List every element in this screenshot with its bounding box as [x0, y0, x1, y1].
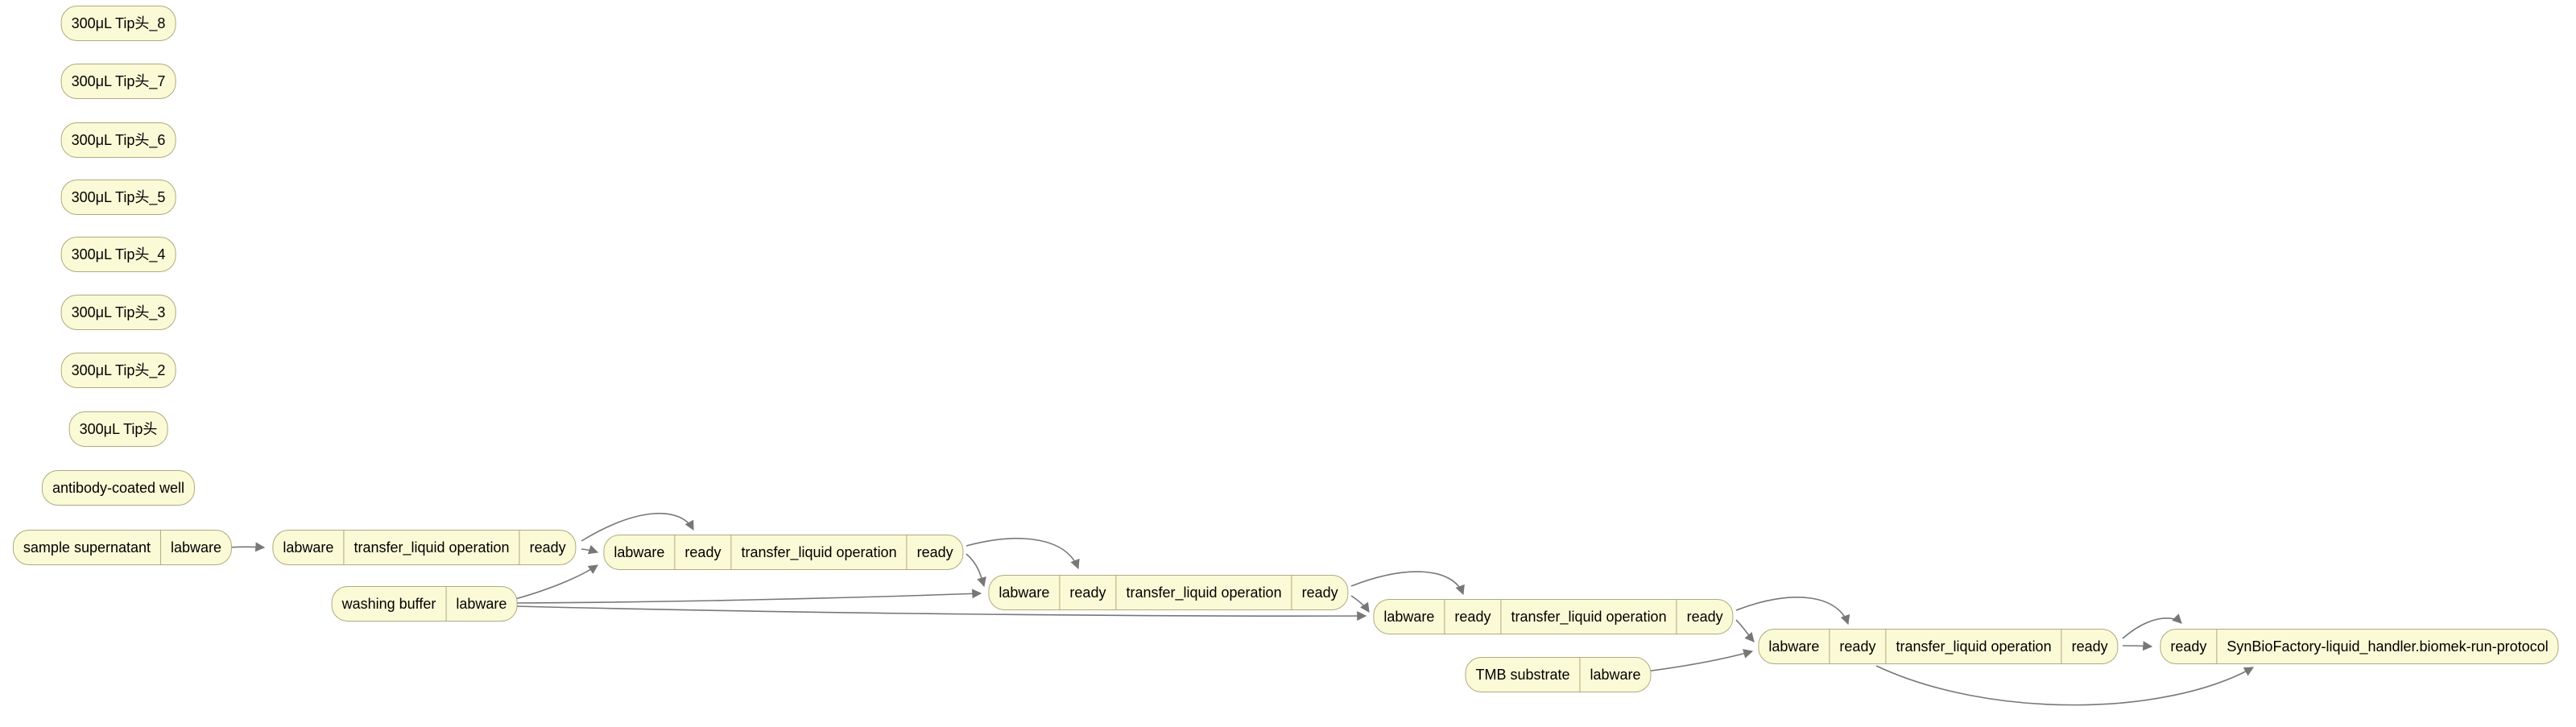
cell-labware-port: labware	[445, 587, 516, 621]
node-tip-1: 300μL Tip头	[68, 411, 168, 447]
cell-ready-in-port: ready	[1059, 576, 1115, 609]
node-label: 300μL Tip头_4	[71, 246, 166, 262]
node-tip-4: 300μL Tip头_4	[60, 237, 176, 272]
edge-op3-to-op4	[1350, 595, 1370, 613]
node-transfer-op-1: labware transfer_liquid operation ready	[272, 530, 577, 565]
cell-labware-port: labware	[160, 531, 231, 564]
node-run-protocol: ready SynBioFactory-liquid_handler.biome…	[2160, 629, 2559, 664]
edge-washing-to-op3	[515, 589, 982, 604]
node-label: 300μL Tip头_8	[71, 15, 166, 31]
cell-ready-port: ready	[519, 531, 576, 564]
cell-reagent-name: washing buffer	[341, 596, 436, 612]
cell-ready-port: ready	[1676, 600, 1733, 634]
node-label: 300μL Tip头_7	[71, 73, 166, 89]
node-sample-supernatant: sample supernatant labware	[12, 530, 233, 565]
cell-protocol-name: SynBioFactory-liquid_handler.biomek-run-…	[2216, 630, 2557, 663]
cell-ready-port: ready	[1291, 576, 1348, 609]
edge-op1-to-op2-ready	[581, 512, 694, 542]
node-tip-2: 300μL Tip头_2	[60, 353, 176, 388]
node-label: 300μL Tip头	[79, 421, 158, 437]
node-label: 300μL Tip头_6	[71, 132, 166, 148]
cell-ready-in-port: ready	[1444, 600, 1500, 634]
edge-washing-to-op2	[515, 564, 598, 600]
node-transfer-op-2: labware ready transfer_liquid operation …	[603, 535, 964, 570]
cell-labware-port: labware	[614, 544, 665, 560]
node-tip-8: 300μL Tip头_8	[60, 6, 176, 41]
node-tip-3: 300μL Tip头_3	[60, 295, 176, 330]
node-antibody-coated-well: antibody-coated well	[41, 470, 196, 506]
edge-op2-to-op3	[965, 553, 986, 588]
cell-operation-name: transfer_liquid operation	[1885, 630, 2061, 663]
cell-labware-port: labware	[283, 539, 334, 556]
edge-op1-to-op2	[581, 544, 599, 555]
cell-reagent-name: TMB substrate	[1475, 667, 1570, 683]
node-transfer-op-4: labware ready transfer_liquid operation …	[1373, 599, 1734, 634]
node-label: 300μL Tip头_5	[71, 189, 166, 205]
cell-labware-port: labware	[1768, 638, 1820, 655]
cell-operation-name: transfer_liquid operation	[730, 535, 906, 569]
node-label: 300μL Tip头_2	[71, 362, 166, 378]
cell-operation-name: transfer_liquid operation	[1115, 576, 1291, 609]
cell-operation-name: transfer_liquid operation	[1500, 600, 1676, 634]
edge-op3-to-op4-ready	[1350, 571, 1465, 596]
node-transfer-op-5: labware ready transfer_liquid operation …	[1758, 629, 2119, 664]
node-transfer-op-3: labware ready transfer_liquid operation …	[988, 575, 1349, 610]
node-tip-7: 300μL Tip头_7	[60, 64, 176, 99]
edge-op5-to-protocol-ready	[2122, 613, 2182, 639]
node-washing-buffer: washing buffer labware	[331, 586, 518, 622]
node-tip-5: 300μL Tip头_5	[60, 180, 176, 215]
cell-labware-port: labware	[1383, 609, 1435, 625]
cell-ready-port: ready	[906, 535, 963, 569]
edge-washing-to-op4	[515, 605, 1367, 622]
cell-operation-name: transfer_liquid operation	[343, 531, 519, 564]
node-tmb-substrate: TMB substrate labware	[1465, 657, 1652, 692]
edge-tmb-to-op5	[1645, 649, 1754, 672]
cell-labware-port: labware	[1579, 658, 1651, 692]
node-label: antibody-coated well	[52, 480, 185, 496]
cell-labware-port: labware	[999, 584, 1050, 601]
node-tip-6: 300μL Tip头_6	[60, 122, 176, 158]
edge-op2-to-op3-ready	[965, 538, 1080, 570]
cell-ready-in-port: ready	[2170, 638, 2207, 655]
node-label: 300μL Tip头_3	[71, 304, 166, 320]
cell-reagent-name: sample supernatant	[23, 539, 151, 556]
edge-op4-to-op5	[1735, 619, 1755, 642]
cell-ready-in-port: ready	[1829, 630, 1885, 663]
cell-ready-port: ready	[2061, 630, 2118, 663]
cell-ready-in-port: ready	[674, 535, 730, 569]
edge-op5-to-protocol-bottom	[1875, 665, 2255, 706]
edge-op4-to-op5-ready	[1735, 597, 1850, 626]
